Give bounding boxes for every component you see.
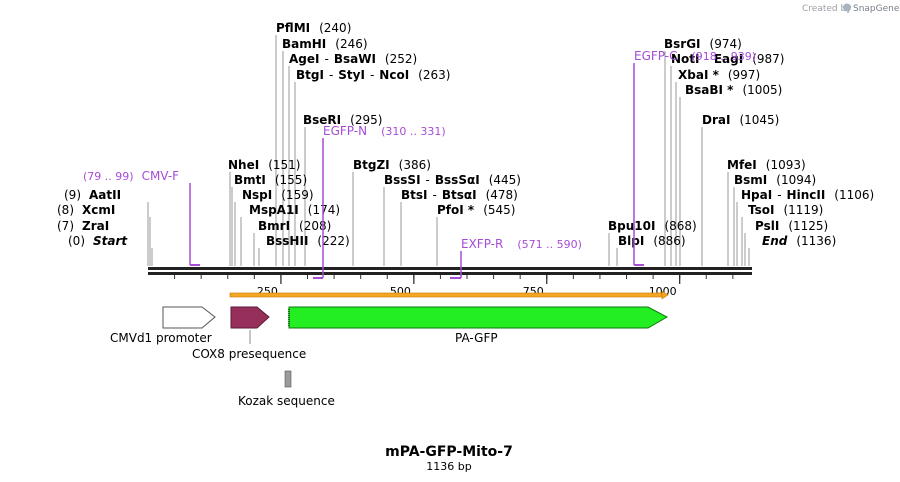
snapgene-icon xyxy=(843,3,851,12)
cmv-label: CMVd1 promoter xyxy=(110,331,212,345)
site-label-14: BseRI(295) xyxy=(303,113,382,127)
pagfp-label: PA-GFP xyxy=(455,331,498,345)
feature-kozak: Kozak sequence xyxy=(238,370,335,408)
site-label-1: (7)ZraI xyxy=(57,219,109,233)
site-label-6: NspI(159) xyxy=(242,188,314,202)
cox8-arrow xyxy=(230,306,270,329)
pagfp-arrow xyxy=(288,306,669,329)
orf-bar xyxy=(229,290,669,300)
site-label-30: PslI(1125) xyxy=(755,219,828,233)
site-labels: (0)Start(7)ZraI(8)XcmI(9)AatIINheI(151)B… xyxy=(57,21,874,248)
site-label-4: NheI(151) xyxy=(228,158,300,172)
feature-cox8: COX8 presequence xyxy=(192,306,306,361)
site-label-9: BssHII(222) xyxy=(266,234,350,248)
site-label-21: BsrGI(974) xyxy=(664,37,742,51)
primer-label-0: (79 .. 99)CMV-F xyxy=(83,169,179,183)
orf-arrowhead xyxy=(661,290,669,300)
site-label-0: (0)Start xyxy=(68,234,128,248)
kozak-box xyxy=(284,370,292,388)
site-label-19: Bpu10I(868) xyxy=(608,219,697,233)
site-lines xyxy=(147,35,750,266)
feature-pagfp: PA-GFP xyxy=(288,306,669,345)
site-label-20: BlpI(886) xyxy=(618,234,686,248)
site-label-17: BtsI-BtsαI(478) xyxy=(401,188,518,202)
primer-label-3: EGFP-C(918 .. 939) xyxy=(634,49,756,63)
map-length: 1136 bp xyxy=(426,460,471,473)
site-label-16: BssSI-BssSαI(445) xyxy=(384,173,521,187)
site-label-7: MspA1I(174) xyxy=(249,203,340,217)
site-label-23: XbaI *(997) xyxy=(678,68,760,82)
backbone-top xyxy=(148,267,752,270)
cmv-arrow xyxy=(162,306,216,329)
site-label-22: NotI-EagI(987) xyxy=(671,52,784,66)
snapgene-brand: SnapGene xyxy=(853,4,900,14)
site-label-10: PflMI(240) xyxy=(276,21,351,35)
backbone-bottom xyxy=(148,272,752,275)
kozak-label: Kozak sequence xyxy=(238,394,335,408)
primers: (79 .. 99)CMV-F EGFP-N(310 .. 331) EXFP-R(… xyxy=(83,49,756,279)
cox8-label: COX8 presequence xyxy=(192,347,306,361)
map-title: mPA-GFP-Mito-7 xyxy=(385,444,513,460)
feature-cmv-promoter: CMVd1 promoter xyxy=(110,306,216,345)
site-label-28: HpaI-HincII(1106) xyxy=(741,188,874,202)
site-label-12: AgeI-BsaWI(252) xyxy=(289,52,417,66)
site-label-15: BtgZI(386) xyxy=(353,158,431,172)
site-label-5: BmtI(155) xyxy=(234,173,307,187)
site-label-3: (9)AatII xyxy=(64,188,121,202)
site-label-2: (8)XcmI xyxy=(57,203,115,217)
site-label-29: TsoI(1119) xyxy=(748,203,823,217)
site-label-11: BamHI(246) xyxy=(282,37,368,51)
site-label-24: BsaBI *(1005) xyxy=(685,83,782,97)
primer-label-1: EGFP-N(310 .. 331) xyxy=(323,124,446,138)
orf-rect xyxy=(229,292,663,298)
snapgene-logo: SnapGene xyxy=(843,3,900,14)
credit-text: Created by xyxy=(802,4,852,14)
site-label-13: BtgI-StyI-NcoI(263) xyxy=(296,68,450,82)
site-label-25: DraI(1045) xyxy=(702,113,779,127)
site-label-26: MfeI(1093) xyxy=(727,158,806,172)
site-label-27: BsmI(1094) xyxy=(734,173,816,187)
primer-label-2: EXFP-R(571 .. 590) xyxy=(461,237,582,251)
sequence-backbone xyxy=(148,267,752,275)
site-label-18: PfoI *(545) xyxy=(437,203,515,217)
site-label-31: End(1136) xyxy=(762,234,836,248)
